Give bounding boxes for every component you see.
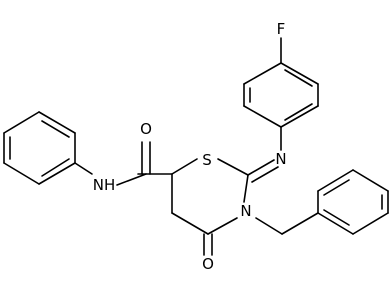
bond-phenyl-inner — [41, 120, 70, 138]
atom-amide-nh: NH — [93, 176, 116, 194]
bond-n-ch2 — [255, 217, 283, 235]
bond-fluorophenyl-inner — [284, 103, 313, 121]
bond-ring-s-c — [217, 158, 249, 176]
bond-benzyl — [352, 169, 389, 192]
bond-benzyl — [317, 169, 354, 192]
bond-imine-double — [251, 166, 279, 183]
bond-fluorophenyl — [280, 105, 319, 128]
bond-imine-double — [247, 159, 275, 176]
bond-fluorophenyl — [280, 62, 319, 85]
bond-phenyl — [3, 162, 40, 185]
atom-amide-oxygen: O — [140, 120, 152, 138]
bond-benzyl-inner — [323, 179, 350, 196]
bond-fluorophenyl — [243, 105, 282, 128]
bond-n-phenyl — [74, 162, 93, 175]
bond-benzyl — [352, 212, 389, 235]
atom-lactam-oxygen: O — [202, 255, 214, 273]
bond-amide-c-n — [116, 173, 147, 186]
bond-ring-n-c2 — [243, 174, 249, 203]
bond-phenyl-inner — [41, 158, 70, 177]
bond-ring-s-c6 — [171, 158, 198, 175]
atom-imine-nitrogen: N — [275, 150, 286, 168]
bond-fluorophenyl — [243, 62, 282, 85]
bond-layer — [3, 37, 389, 256]
atom-fluorine: F — [277, 20, 286, 38]
bond-benzyl-inner — [323, 209, 350, 226]
bond-ch2-aryl — [281, 212, 319, 235]
atom-ring-sulfur: S — [202, 151, 212, 169]
bond-fluorophenyl-inner — [284, 69, 313, 87]
bond-ring-c5-c4 — [171, 212, 209, 235]
bond-phenyl — [38, 111, 76, 134]
bond-ring-c4-n — [207, 217, 238, 235]
atom-ring-nitrogen: N — [240, 202, 251, 220]
bond-benzyl — [317, 212, 354, 235]
bond-phenyl — [3, 111, 40, 134]
atom-label-layer: F N S N O O NH — [93, 20, 287, 273]
bond-phenyl — [38, 162, 76, 185]
